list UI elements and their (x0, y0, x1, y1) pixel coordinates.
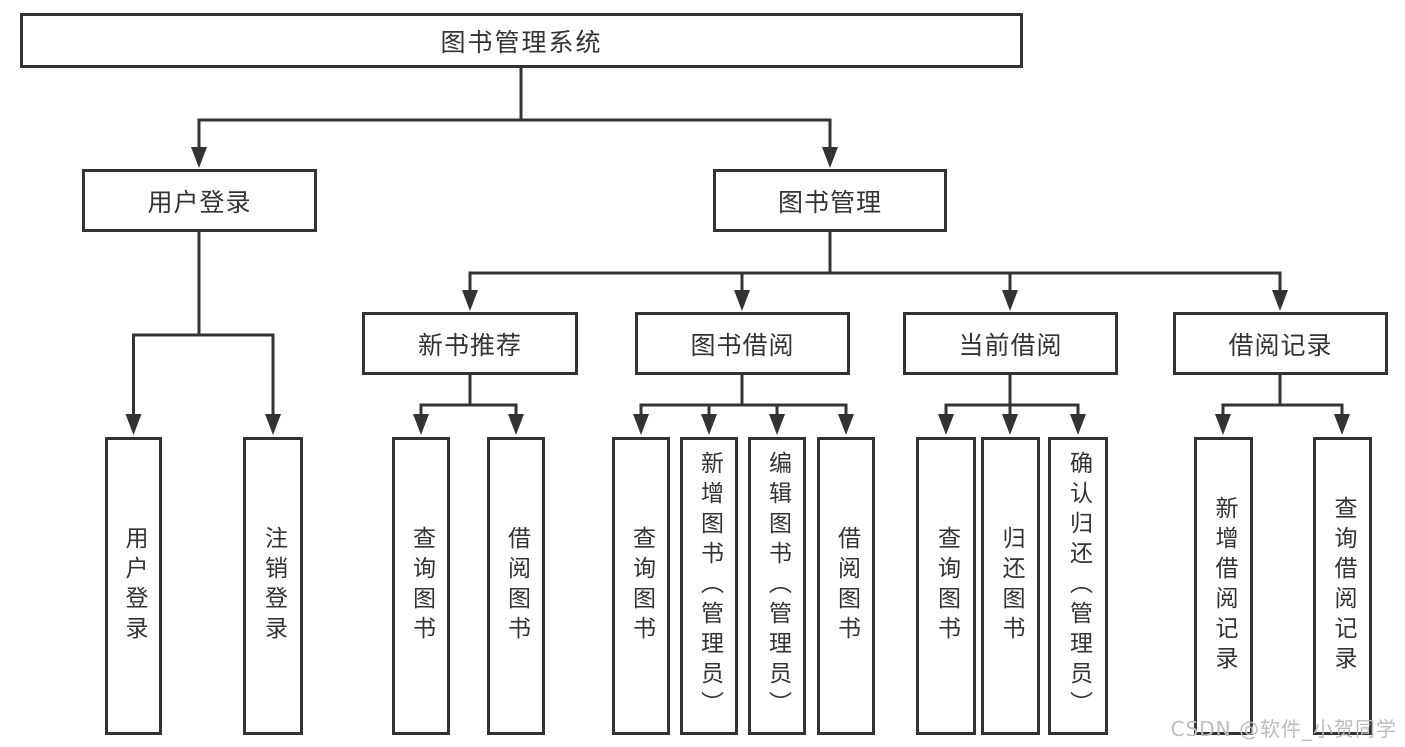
node-new-book-recommend: 新书推荐 (362, 312, 578, 375)
leaf-confirm-return-admin-label: 确认归还（管理员） (1065, 451, 1092, 721)
watermark: CSDN @软件_小贺同学 (1170, 717, 1397, 741)
leaf-recommend-query-book: 查询图书 (392, 437, 450, 735)
node-book-management: 图书管理 (713, 169, 947, 232)
node-book-management-label: 图书管理 (777, 187, 882, 217)
leaf-current-query-book: 查询图书 (916, 437, 976, 735)
leaf-borrow-book: 借阅图书 (817, 437, 875, 735)
node-current-borrow: 当前借阅 (903, 312, 1118, 375)
leaf-logout-label: 注销登录 (260, 526, 287, 646)
leaf-edit-book-admin: 编辑图书（管理员） (748, 437, 806, 735)
leaf-add-book-admin: 新增图书（管理员） (680, 437, 738, 735)
leaf-recommend-borrow-book: 借阅图书 (487, 437, 545, 735)
leaf-recommend-borrow-book-label: 借阅图书 (503, 526, 530, 646)
leaf-add-borrow-record-label: 新增借阅记录 (1211, 496, 1237, 676)
leaf-logout: 注销登录 (243, 437, 303, 735)
node-book-borrow: 图书借阅 (635, 312, 850, 375)
leaf-return-book-label: 归还图书 (998, 526, 1024, 646)
leaf-confirm-return-admin: 确认归还（管理员） (1048, 437, 1108, 735)
leaf-borrow-book-label: 借阅图书 (833, 526, 860, 646)
leaf-query-borrow-record-label: 查询借阅记录 (1330, 496, 1356, 676)
node-borrow-record: 借阅记录 (1173, 312, 1388, 375)
leaf-current-query-book-label: 查询图书 (933, 526, 960, 646)
leaf-add-book-admin-label: 新增图书（管理员） (696, 451, 723, 721)
leaf-user-login-label: 用户登录 (121, 526, 147, 646)
node-root: 图书管理系统 (20, 13, 1023, 68)
node-user-login-label: 用户登录 (147, 187, 252, 217)
node-borrow-record-label: 借阅记录 (1228, 330, 1333, 360)
leaf-add-borrow-record: 新增借阅记录 (1194, 437, 1253, 735)
leaf-borrow-query-book: 查询图书 (612, 437, 670, 735)
node-book-borrow-label: 图书借阅 (690, 330, 795, 360)
leaf-return-book: 归还图书 (981, 437, 1040, 735)
node-user-login: 用户登录 (82, 169, 317, 232)
leaf-query-borrow-record: 查询借阅记录 (1313, 437, 1372, 735)
node-root-label: 图书管理系统 (440, 27, 603, 57)
node-current-borrow-label: 当前借阅 (958, 330, 1063, 360)
leaf-user-login: 用户登录 (105, 437, 162, 735)
leaf-borrow-query-book-label: 查询图书 (628, 526, 655, 646)
node-new-book-recommend-label: 新书推荐 (417, 330, 522, 360)
leaf-recommend-query-book-label: 查询图书 (408, 526, 435, 646)
leaf-edit-book-admin-label: 编辑图书（管理员） (764, 451, 791, 721)
